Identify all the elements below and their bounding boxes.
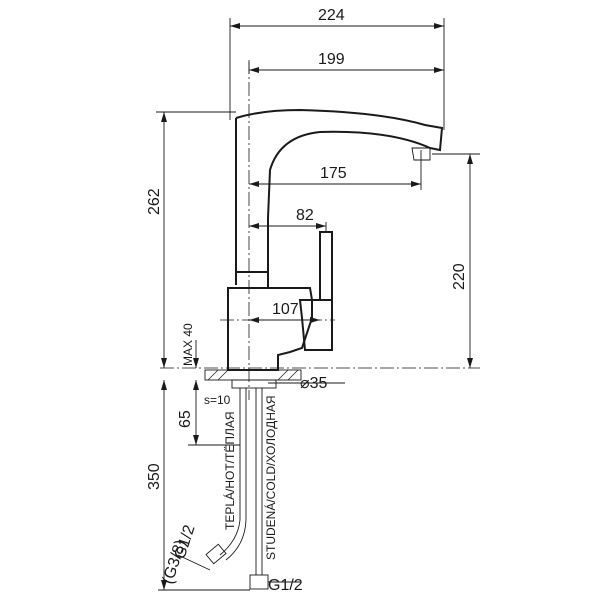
dim-82-label: 82: [296, 207, 314, 224]
dim-175: 175: [249, 150, 422, 190]
cold-hose-label: STUDENÁ/COLD/ХОЛОДНАЯ: [263, 395, 278, 560]
dim-max40-label: MAX 40: [181, 323, 195, 366]
dim-65-label: 65: [177, 410, 194, 428]
dim-107: 107: [249, 301, 320, 323]
hoses: [205, 388, 269, 590]
mount-hatch: [207, 369, 299, 381]
dim-107-label: 107: [272, 301, 299, 318]
dim-dia35: ⌀35: [268, 375, 345, 392]
dim-65: 65: [177, 380, 240, 446]
faucet-body: [204, 108, 444, 389]
dim-262: 262: [146, 111, 236, 368]
dim-199: 199: [248, 51, 444, 74]
thread-g12-right-label: G1/2: [268, 577, 303, 594]
dim-220: 220: [432, 153, 480, 368]
dim-175-label: 175: [320, 165, 347, 182]
dim-224-label: 224: [318, 7, 345, 24]
dim-82: 82: [249, 207, 327, 232]
thread-right: G1/2: [268, 577, 303, 594]
dim-350: 350: [146, 380, 250, 591]
dim-max40: MAX 40: [181, 323, 199, 368]
dim-220-label: 220: [451, 263, 468, 290]
thread-left: G1/2 (G3/8): [160, 523, 211, 586]
dim-224: 224: [229, 7, 445, 130]
wall-thickness-label: s=10: [204, 393, 231, 407]
dim-199-label: 199: [318, 51, 345, 68]
dim-262-label: 262: [146, 188, 163, 215]
dim-dia35-label: ⌀35: [300, 375, 328, 392]
dim-350-label: 350: [146, 463, 163, 490]
hot-hose-label: TEPLÁ/HOT/ТЁПЛАЯ: [222, 411, 237, 530]
